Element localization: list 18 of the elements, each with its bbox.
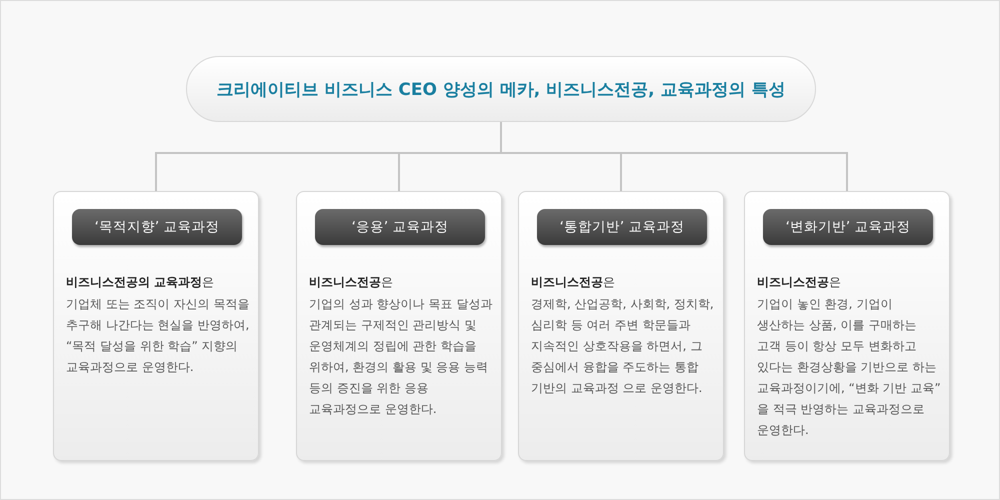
body-text: 기업체 또는 조직이 자신의 목적을 추구해 나간다는 현실을 반영하여, “목적 달성을 위한 학습” 지향의 교육과정으로 운영한다. (66, 296, 250, 376)
title-text: 크리에이티브 비즈니스 CEO 양성의 메카, 비즈니스전공, 교육과정의 특성 (216, 78, 786, 100)
body-text: 기업이 놓인 환경, 기업이 생산하는 상품, 이를 구매하는 고객 등이 항상 모두 변화하고 있다는 환경상황을 기반으로 하는 교육과정이기에, “변화 기반 교육” 을 적극 반영하는 교육과정으로 운영한다. (757, 296, 941, 439)
lead-text: 비즈니스전공은 (531, 274, 615, 291)
heading-pill: ‘통합기반’ 교육과정 (537, 209, 707, 245)
connector-line (500, 122, 848, 191)
body-text: 경제학, 산업공학, 사회학, 정치학, 심리학 등 여러 주변 학문들과 지속적인 상호작용을 하면서, 그 중심에서 융합을 주도하는 통합 기반의 교육과정 으로 운영한다. (531, 296, 715, 397)
body-text: 기업의 성과 향상이나 목표 달성과 관계되는 구제적인 관리방식 및 운영체계의 정립에 관한 학습을 위하여, 환경의 활용 및 응용 능력 등의 증진을 위한 응용 교육과정으로 운영한다. (309, 296, 493, 418)
heading-pill: ‘변화기반’ 교육과정 (763, 209, 933, 245)
lead-text: 비즈니스전공의 교육과정은 (66, 274, 214, 291)
lead-text: 비즈니스전공은 (309, 274, 393, 291)
description-card (296, 191, 502, 461)
description-card (518, 191, 724, 461)
description-card (744, 191, 950, 461)
lead-text: 비즈니스전공은 (757, 274, 841, 291)
description-card (53, 191, 259, 461)
heading-pill: ‘목적지향’ 교육과정 (72, 209, 242, 245)
heading-pill: ‘응용’ 교육과정 (315, 209, 485, 245)
